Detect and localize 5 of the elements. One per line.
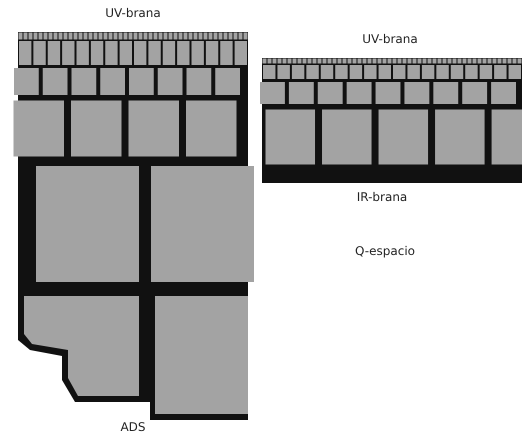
region-label: UV-brana (362, 32, 418, 46)
region-label: UV-brana (105, 6, 161, 20)
region-label: ADS (120, 420, 146, 434)
region-label: IR-brana (356, 190, 408, 204)
region-label: Q-espacio (355, 244, 415, 258)
